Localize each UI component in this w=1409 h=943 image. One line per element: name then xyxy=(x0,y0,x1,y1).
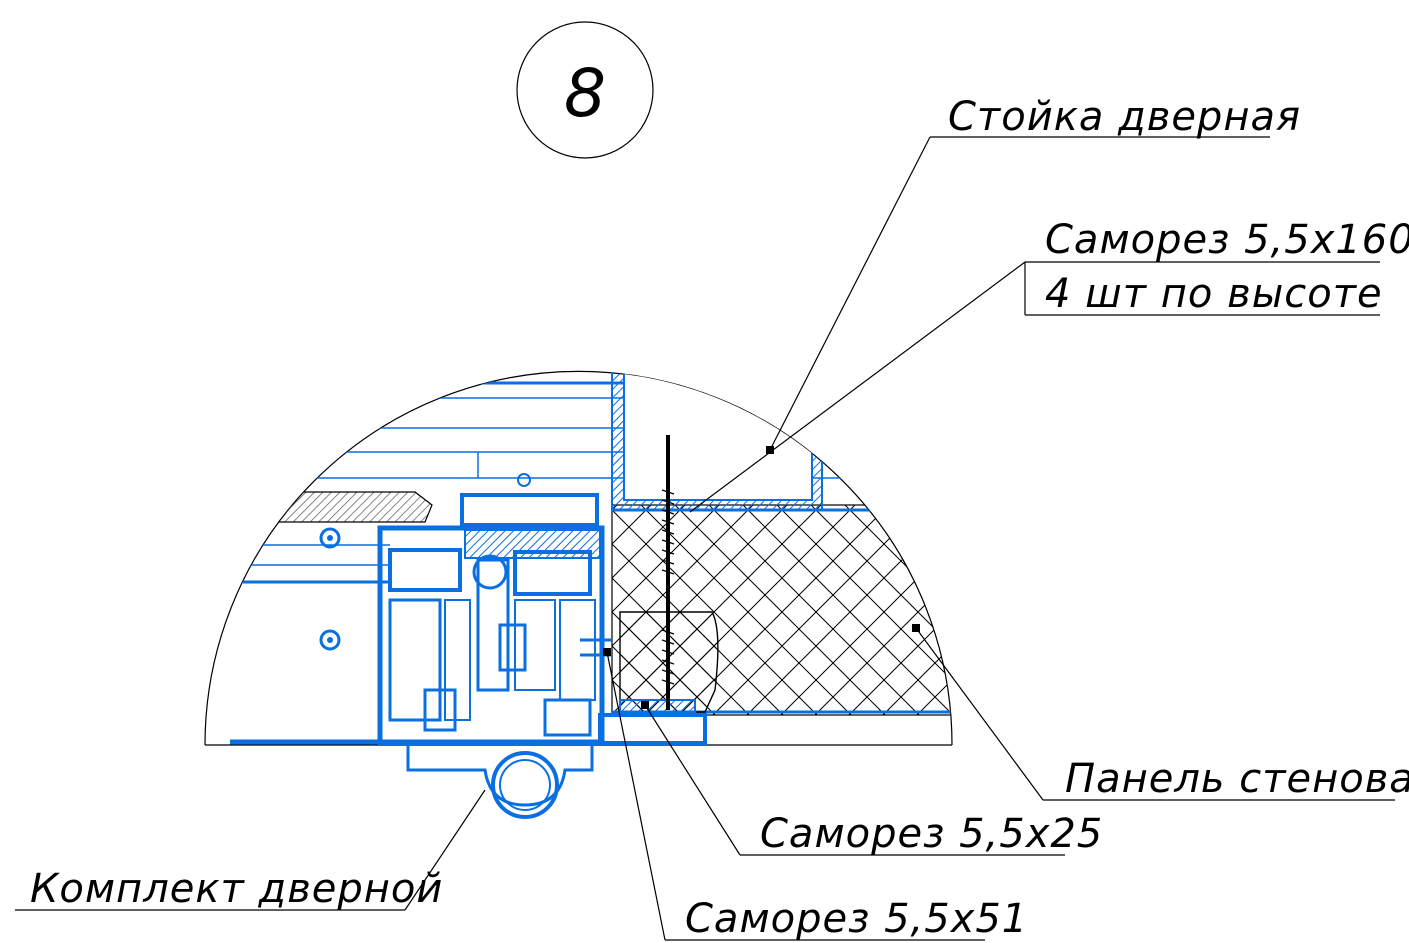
detail-number-badge: 8 xyxy=(516,21,654,159)
label-door-kit: Комплект дверной xyxy=(30,866,443,912)
door-kit-roller xyxy=(406,745,594,819)
detail-number: 8 xyxy=(564,55,606,132)
label-screw-25: Саморез 5,5х25 xyxy=(760,811,1103,857)
label-door-post: Стойка дверная xyxy=(948,94,1301,140)
section-contents xyxy=(204,371,953,745)
label-screw-160-line2: 4 шт по высоте xyxy=(1045,271,1383,317)
leader-lines xyxy=(15,136,1395,941)
label-screw-160-line1: Саморез 5,5х160 xyxy=(1045,217,1409,263)
detail-number-circle xyxy=(516,21,654,159)
left-hatched-sheet xyxy=(204,491,433,523)
label-screw-51: Саморез 5,5х51 xyxy=(685,896,1028,942)
screw-160 xyxy=(661,435,675,710)
label-wall-panel: Панель стеновая xyxy=(1065,756,1409,802)
